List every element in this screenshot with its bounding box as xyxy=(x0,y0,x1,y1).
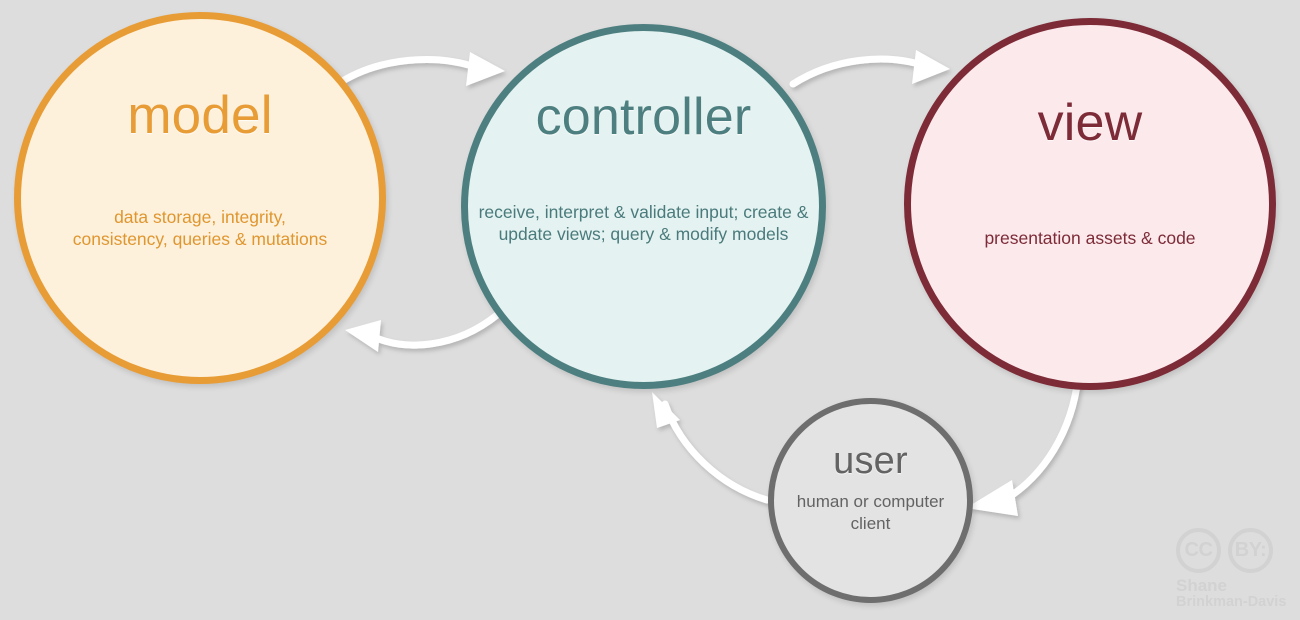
node-controller-title: controller xyxy=(535,88,752,146)
arrow-view-to-user xyxy=(966,374,1082,516)
arrow-controller-to-model xyxy=(345,311,501,352)
node-view-title: view xyxy=(1037,94,1143,152)
creative-commons-icon: CC xyxy=(1176,528,1221,573)
node-view-description: presentation assets & code xyxy=(984,228,1196,248)
node-controller[interactable]: controller receive, interpret & validate… xyxy=(461,24,826,389)
node-user-title: user xyxy=(833,440,908,482)
node-controller-description: receive, interpret & validate input; cre… xyxy=(478,202,809,245)
node-user-description: human or computer client xyxy=(796,492,945,533)
arrow-user-to-controller xyxy=(652,392,771,504)
node-user[interactable]: user human or computer client xyxy=(768,398,973,603)
arrow-controller-to-view xyxy=(789,50,950,88)
license-attribution: CC BY: Shane Brinkman-Davis xyxy=(1176,528,1290,611)
node-model[interactable]: model data storage, integrity, consisten… xyxy=(14,12,386,384)
node-model-title: model xyxy=(127,86,273,145)
node-view[interactable]: view presentation assets & code xyxy=(904,18,1276,390)
attribution-by-icon: BY: xyxy=(1228,528,1273,573)
author-name: Shane Brinkman-Davis xyxy=(1176,576,1290,611)
node-model-description: data storage, integrity, consistency, qu… xyxy=(72,207,328,250)
creative-commons-badges: CC BY: xyxy=(1176,528,1290,573)
arrow-model-to-controller xyxy=(337,52,505,86)
author-last-name: Brinkman-Davis xyxy=(1176,594,1287,611)
author-first-name: Shane xyxy=(1176,576,1228,595)
